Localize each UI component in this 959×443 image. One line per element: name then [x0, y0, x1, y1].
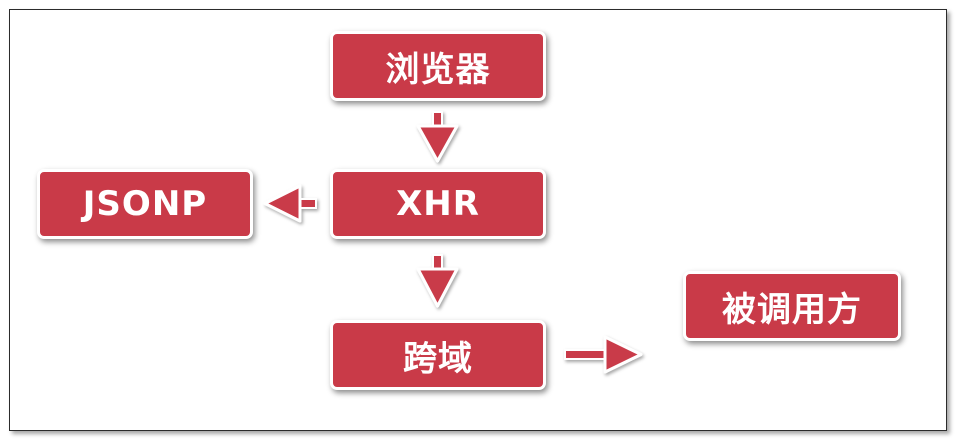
node-callee: 被调用方 — [683, 271, 901, 341]
node-cross-domain: 跨域 — [330, 320, 546, 390]
node-browser: 浏览器 — [330, 31, 546, 101]
node-jsonp: JSONP — [37, 169, 253, 239]
node-xhr: XHR — [330, 169, 546, 239]
